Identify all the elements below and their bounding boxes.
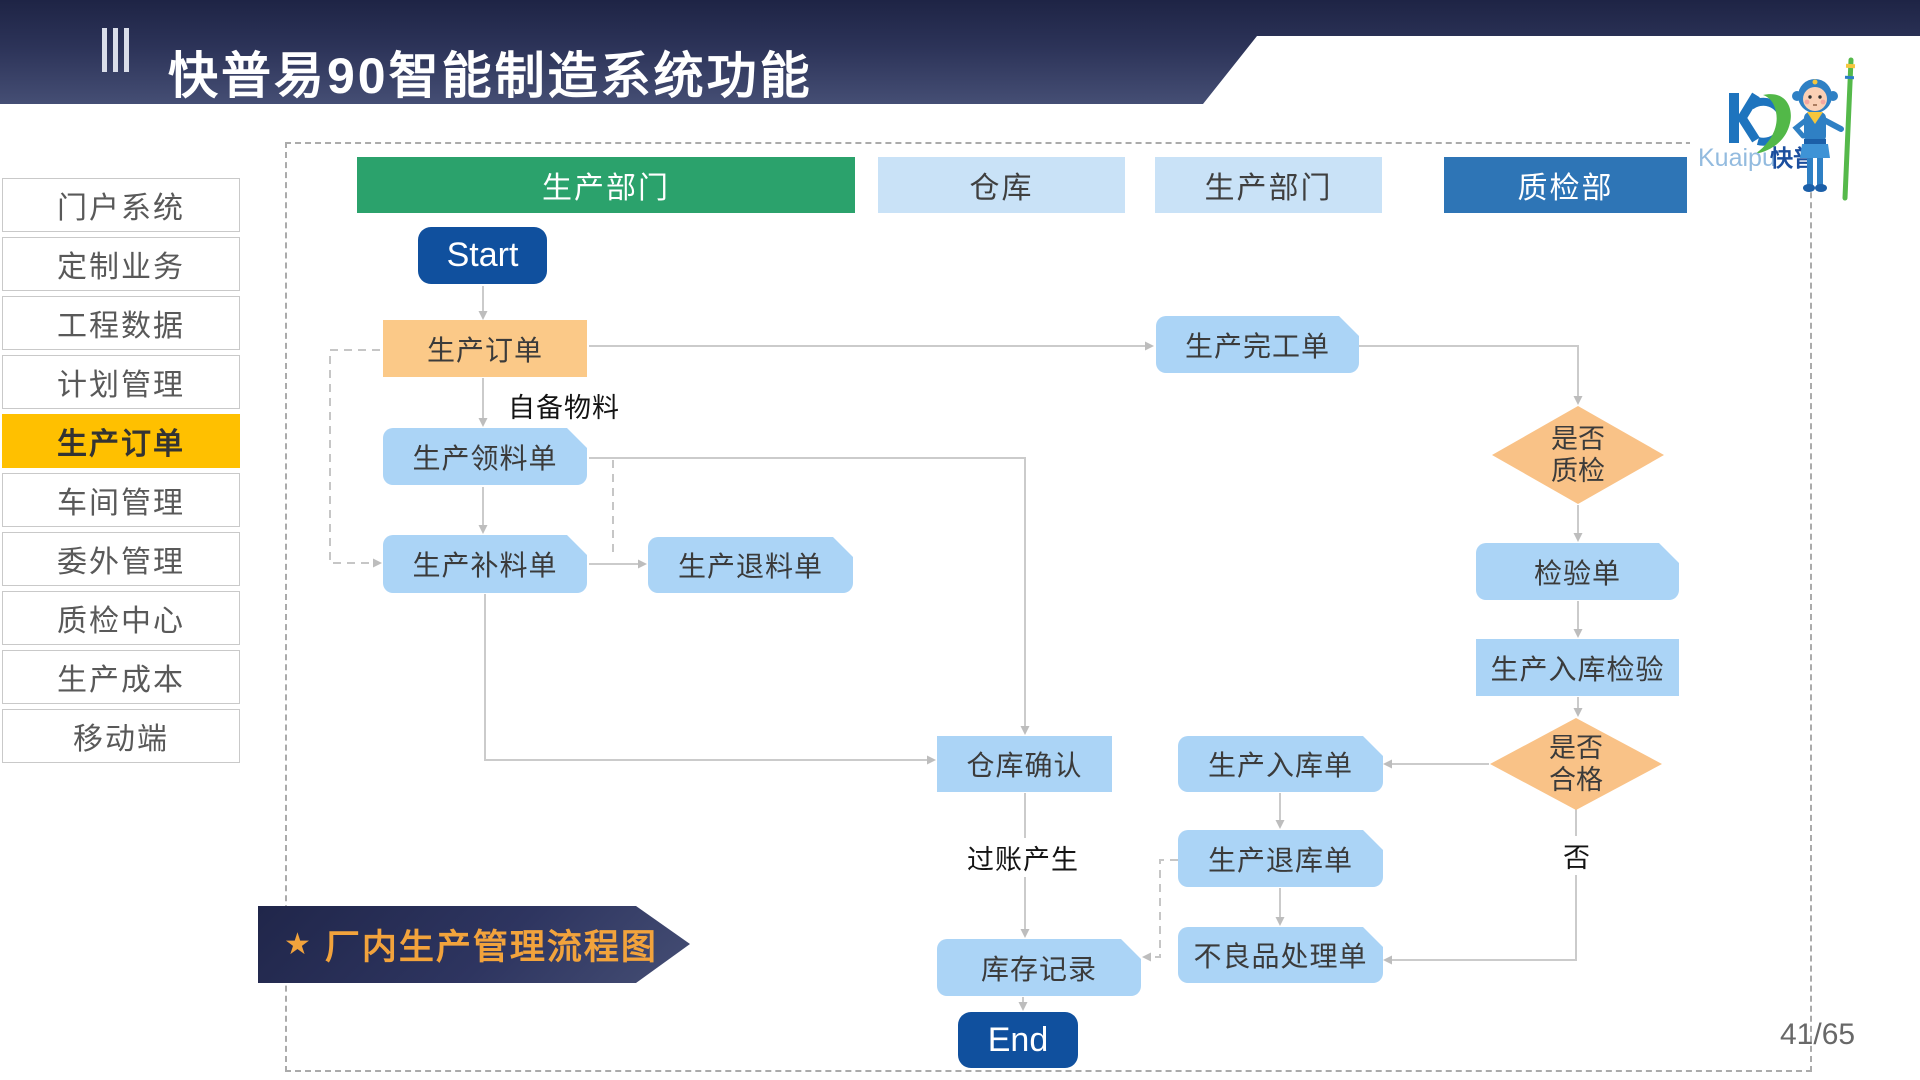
lane-production-dept-2: 生产部门	[1155, 157, 1382, 213]
flow-node-picking: 生产领料单	[383, 428, 587, 485]
sidebar-item-engineering[interactable]: 工程数据	[2, 296, 240, 350]
mascot-monkey	[1792, 57, 1856, 201]
sidebar-item-qc-center[interactable]: 质检中心	[2, 591, 240, 645]
flow-start-terminal: Start	[418, 227, 547, 284]
header-banner: 快普易90智能制造系统功能	[0, 0, 1920, 104]
flow-node-inventory-record: 库存记录	[937, 939, 1141, 996]
kuaipu-logo: Kuaipu 快普 ®	[1690, 57, 1856, 201]
star-icon: ★	[284, 928, 311, 961]
flow-node-defective-order: 不良品处理单	[1178, 927, 1383, 983]
sidebar-item-cost[interactable]: 生产成本	[2, 650, 240, 704]
lane-warehouse: 仓库	[878, 157, 1125, 213]
lane-qc-dept: 质检部	[1444, 157, 1687, 213]
caption-banner: ★ 厂内生产管理流程图	[258, 906, 690, 983]
sidebar-item-custom[interactable]: 定制业务	[2, 237, 240, 291]
flow-node-inbound-order: 生产入库单	[1178, 736, 1383, 792]
flow-node-warehouse-confirm: 仓库确认	[937, 736, 1112, 792]
sidebar-item-planning[interactable]: 计划管理	[2, 355, 240, 409]
flow-node-inspection: 检验单	[1476, 543, 1679, 600]
logo-green-swoosh	[1755, 94, 1791, 154]
sidebar-item-workshop[interactable]: 车间管理	[2, 473, 240, 527]
edge-label-no: 否	[1560, 836, 1594, 875]
flow-node-inbound-return: 生产退库单	[1178, 830, 1383, 887]
triple-bars-icon	[102, 28, 129, 72]
flow-node-production-order: 生产订单	[383, 320, 587, 377]
sidebar-item-portal[interactable]: 门户系统	[2, 178, 240, 232]
flow-node-inbound-inspection: 生产入库检验	[1476, 639, 1679, 696]
logo-k-bar	[1729, 93, 1739, 143]
sidebar-item-outsourcing[interactable]: 委外管理	[2, 532, 240, 586]
flow-node-completion: 生产完工单	[1156, 316, 1359, 373]
logo-wordmark-en: Kuaipu	[1698, 144, 1776, 172]
edge-label-posting: 过账产生	[962, 838, 1084, 877]
flowchart-frame	[285, 142, 1812, 1072]
flow-node-supplement: 生产补料单	[383, 535, 587, 593]
sidebar-item-mobile[interactable]: 移动端	[2, 709, 240, 763]
sidebar-item-production-order-active[interactable]: 生产订单	[2, 414, 240, 468]
flow-end-terminal: End	[958, 1012, 1078, 1068]
edge-label-self-material: 自备物料	[505, 386, 623, 425]
flow-node-material-return: 生产退料单	[648, 537, 853, 593]
page-title: 快普易90智能制造系统功能	[168, 48, 813, 104]
page-indicator: 41/65	[1780, 1018, 1856, 1051]
caption-text: 厂内生产管理流程图	[324, 928, 658, 967]
lane-production-dept: 生产部门	[357, 157, 855, 213]
